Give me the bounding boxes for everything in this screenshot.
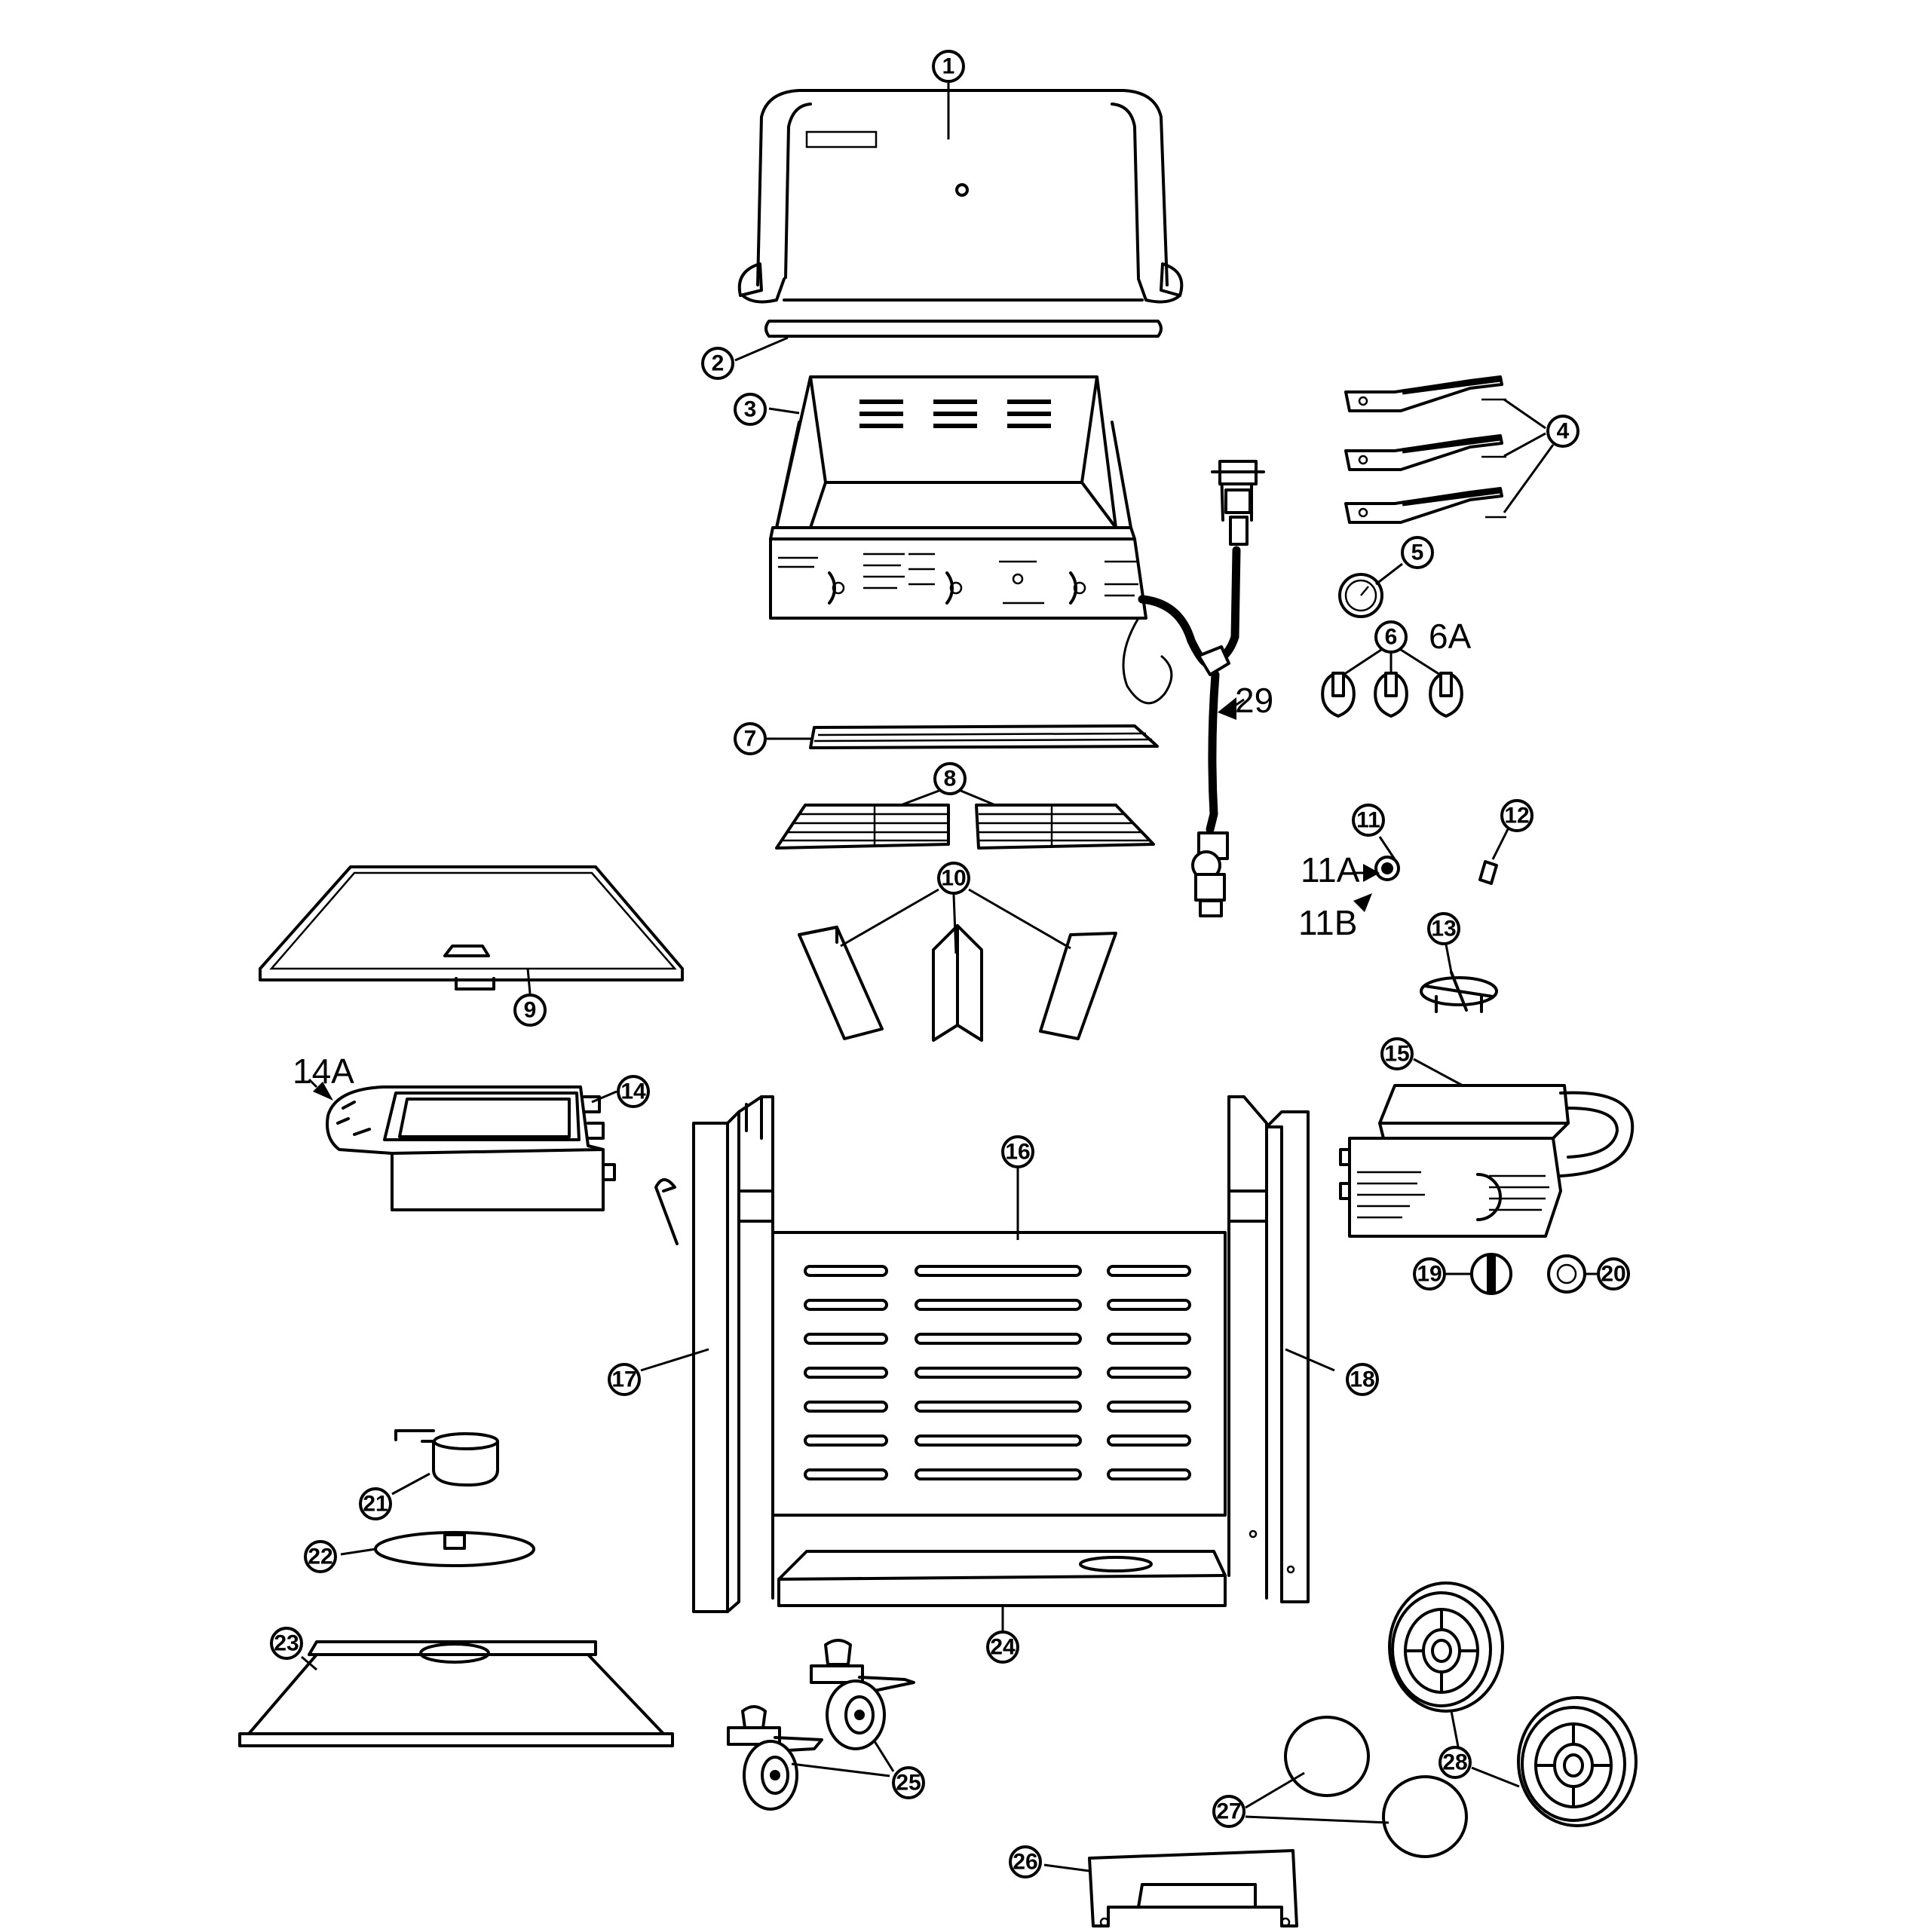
label-11b: 11B — [1298, 903, 1357, 942]
callout-22: 22 — [304, 1540, 337, 1573]
part-bracket — [1088, 1849, 1298, 1927]
svg-text:10: 10 — [941, 866, 966, 891]
callout-5: 5 — [1401, 536, 1434, 569]
part-orifice — [1478, 860, 1498, 885]
svg-text:18: 18 — [1350, 1367, 1374, 1392]
arrow-14a — [313, 1082, 333, 1101]
svg-text:16: 16 — [1005, 1140, 1030, 1165]
part-thermometer — [1338, 573, 1383, 618]
callout-28: 28 — [1438, 1746, 1472, 1779]
svg-text:2: 2 — [712, 351, 725, 376]
svg-text:12: 12 — [1504, 804, 1529, 828]
svg-text:23: 23 — [274, 1631, 299, 1656]
callout-25: 25 — [892, 1766, 925, 1799]
callout-13: 13 — [1427, 912, 1460, 945]
callout-3: 3 — [734, 393, 767, 426]
label-29: 29 — [1235, 681, 1273, 720]
callout-21: 21 — [359, 1487, 392, 1520]
callout-23: 23 — [270, 1627, 303, 1660]
callout-17: 17 — [608, 1363, 641, 1396]
svg-text:21: 21 — [363, 1492, 388, 1517]
callout-20: 20 — [1597, 1257, 1630, 1291]
callout-11: 11 — [1352, 804, 1385, 837]
svg-text:20: 20 — [1601, 1262, 1625, 1287]
svg-text:17: 17 — [611, 1367, 636, 1392]
part-bottom-tray — [238, 1640, 674, 1747]
part-side-table-left — [326, 1085, 616, 1211]
callout-6: 6 — [1374, 620, 1408, 654]
part-flavorizer-bars — [798, 924, 1117, 1042]
part-drip-pan-liner — [374, 1531, 535, 1567]
part-catch-cup — [394, 1429, 499, 1487]
part-cart-frame — [654, 1095, 1310, 1613]
label-11a: 11A — [1301, 850, 1360, 889]
part-ignitor-knob — [1470, 1253, 1512, 1295]
part-heat-shield — [764, 320, 1163, 338]
svg-text:8: 8 — [944, 767, 957, 791]
part-cooking-grates — [775, 804, 1155, 850]
svg-text:25: 25 — [896, 1771, 921, 1796]
part-side-burner-right — [1339, 1084, 1635, 1238]
svg-text:4: 4 — [1557, 419, 1570, 444]
callout-1: 1 — [932, 50, 965, 83]
part-firebox — [769, 375, 1173, 705]
part-ignitor-button — [1547, 1254, 1586, 1294]
svg-text:14: 14 — [620, 1079, 646, 1104]
label-6a: 6A — [1429, 617, 1472, 656]
callout-12: 12 — [1500, 799, 1533, 832]
callout-2: 2 — [701, 347, 734, 380]
svg-text:19: 19 — [1417, 1262, 1442, 1287]
part-wheels — [1388, 1581, 1638, 1827]
callout-9: 9 — [513, 994, 547, 1027]
svg-text:5: 5 — [1411, 540, 1424, 565]
svg-text:1: 1 — [942, 54, 955, 79]
part-warming-rack — [809, 724, 1159, 749]
part-burner-grate — [1420, 971, 1498, 1013]
svg-text:27: 27 — [1216, 1799, 1241, 1824]
svg-text:15: 15 — [1384, 1042, 1409, 1067]
callout-15: 15 — [1380, 1037, 1414, 1070]
callout-4: 4 — [1546, 415, 1579, 448]
callout-19: 19 — [1413, 1257, 1446, 1291]
leader-lines — [301, 83, 1597, 1872]
part-side-shelf-left — [259, 865, 684, 990]
svg-text:11: 11 — [1356, 808, 1380, 833]
part-wheel-caps — [1284, 1716, 1468, 1858]
part-side-burner-valve — [1374, 856, 1400, 881]
svg-text:9: 9 — [524, 998, 537, 1023]
arrow-11b — [1353, 893, 1372, 912]
svg-text:24: 24 — [990, 1635, 1016, 1660]
svg-text:3: 3 — [744, 397, 757, 422]
arrow-29 — [1218, 697, 1236, 720]
svg-text:7: 7 — [744, 727, 757, 752]
svg-text:22: 22 — [308, 1545, 332, 1569]
part-hose-regulator — [1138, 460, 1265, 917]
callout-8: 8 — [933, 762, 967, 795]
part-burners — [1344, 375, 1506, 524]
arrow-11a — [1363, 864, 1380, 882]
callout-14: 14 — [617, 1075, 650, 1108]
callout-24: 24 — [986, 1630, 1019, 1664]
svg-text:13: 13 — [1431, 917, 1456, 942]
svg-text:6: 6 — [1385, 625, 1398, 650]
callout-7: 7 — [734, 722, 767, 755]
part-control-knobs — [1321, 672, 1463, 718]
callout-26: 26 — [1009, 1845, 1042, 1878]
part-lid — [737, 89, 1184, 304]
svg-text:26: 26 — [1013, 1850, 1037, 1875]
callout-18: 18 — [1346, 1363, 1379, 1396]
callout-10: 10 — [937, 862, 970, 895]
callout-27: 27 — [1212, 1795, 1245, 1828]
part-casters — [727, 1639, 915, 1811]
svg-text:28: 28 — [1442, 1750, 1467, 1775]
callout-16: 16 — [1001, 1135, 1034, 1168]
